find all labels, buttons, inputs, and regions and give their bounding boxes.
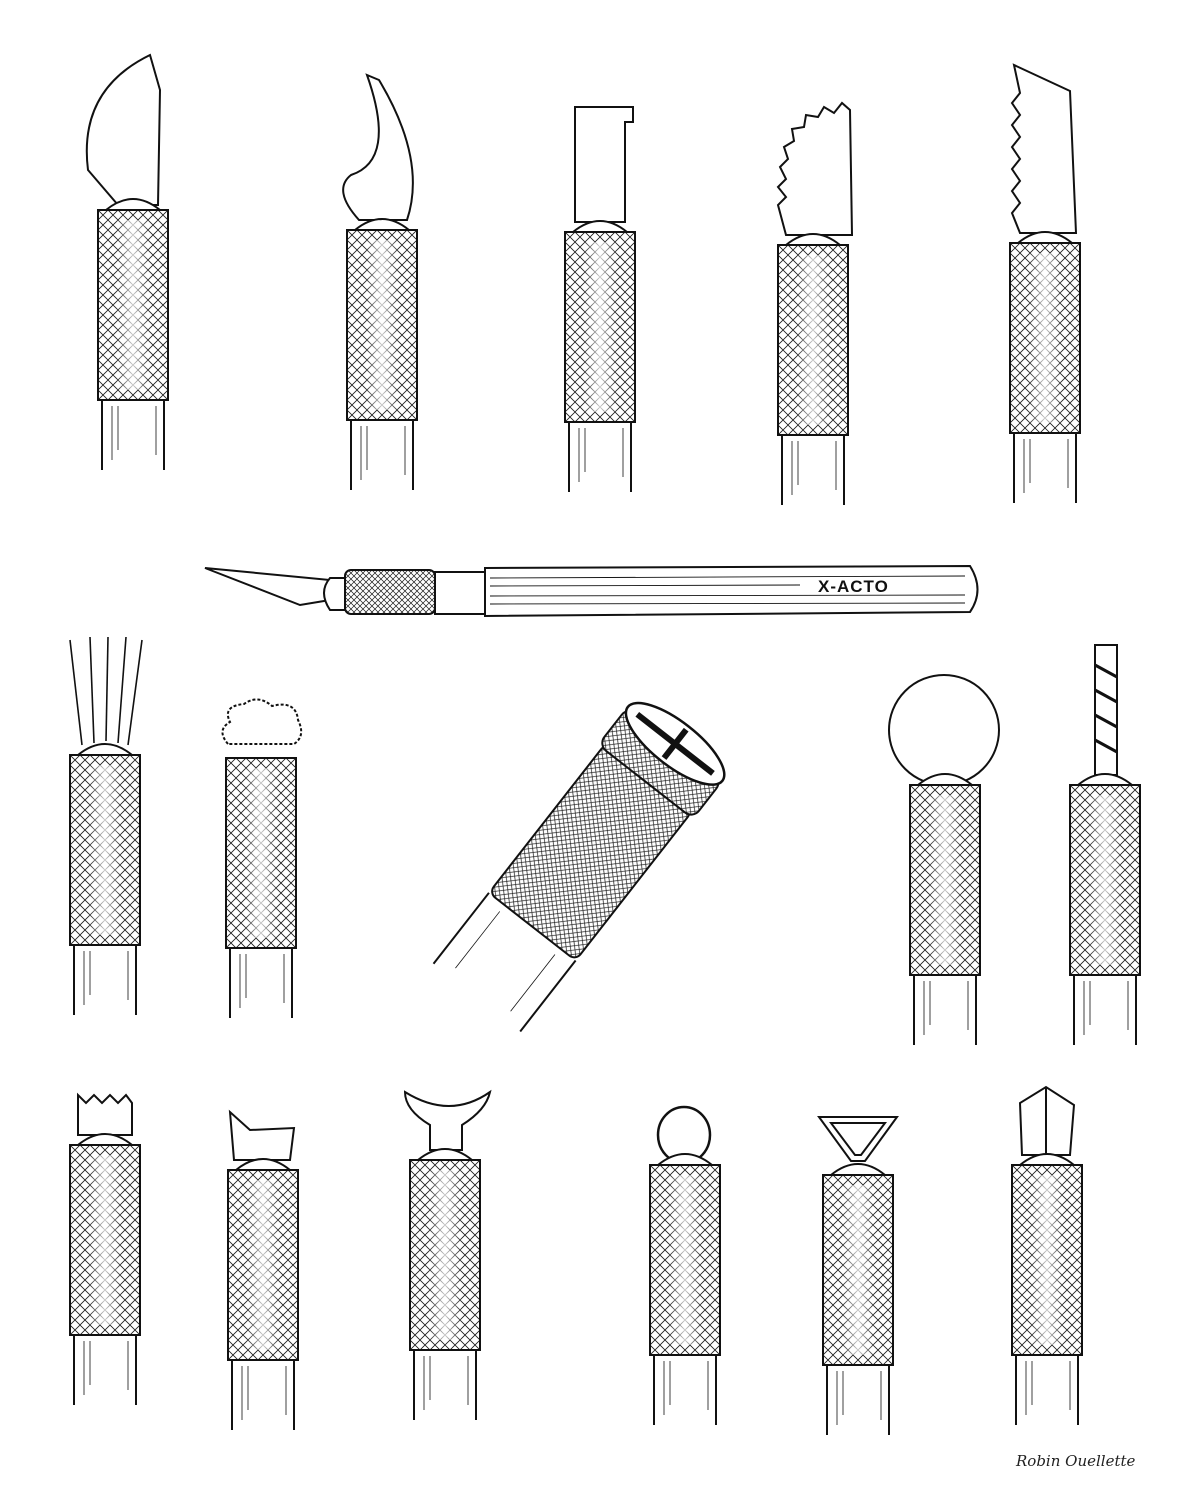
- serrated-tip-icon: [77, 1092, 133, 1136]
- etching-wires-icon: [69, 636, 143, 746]
- tool-wedge-chisel: [1011, 1085, 1083, 1426]
- tool-straight-saw: [1009, 63, 1081, 504]
- artist-signature: Robin Ouellette: [1015, 1452, 1136, 1470]
- tool-loop: [649, 1105, 721, 1426]
- tool-drill-bit: [1069, 644, 1141, 1046]
- brand-label: X-ACTO: [818, 577, 889, 596]
- chisel-blade-icon: [574, 106, 634, 223]
- tool-sponge-tip: [221, 698, 303, 1019]
- tool-curved-saw: [776, 101, 854, 506]
- sponge-tip-icon: [221, 698, 303, 745]
- tool-v-gouge: [817, 1116, 899, 1436]
- tool-hook-blade: [342, 73, 418, 491]
- u-gouge-icon: [403, 1089, 492, 1151]
- tool-angled-scraper: [227, 1109, 299, 1431]
- circle-cutter-icon: [888, 674, 1000, 786]
- v-gouge-icon: [817, 1116, 899, 1162]
- hobby-knife-icon: [204, 564, 979, 618]
- drill-bit-icon: [1094, 644, 1118, 776]
- tool-u-gouge: [403, 1089, 492, 1421]
- tool-circle-cutter: [888, 674, 1000, 1046]
- signature-text: Robin Ouellette: [1015, 1452, 1136, 1470]
- wedge-chisel-icon: [1018, 1085, 1076, 1156]
- hobby-knife: X-ACTO: [204, 564, 979, 618]
- tool-angled-knife: [85, 53, 169, 471]
- straight-saw-blade-icon: [1010, 63, 1078, 234]
- tool-serrated-tip: [69, 1092, 141, 1406]
- angled-scraper-icon: [228, 1109, 296, 1161]
- curved-saw-blade-icon: [776, 101, 854, 236]
- angled-knife-blade-icon: [85, 53, 162, 206]
- handle-detail-icon: [432, 701, 726, 1033]
- tool-chisel-blade: [564, 106, 636, 493]
- hook-blade-icon: [342, 73, 414, 221]
- handle-detail: [432, 701, 726, 1033]
- tool-etching-wires: [69, 636, 143, 1016]
